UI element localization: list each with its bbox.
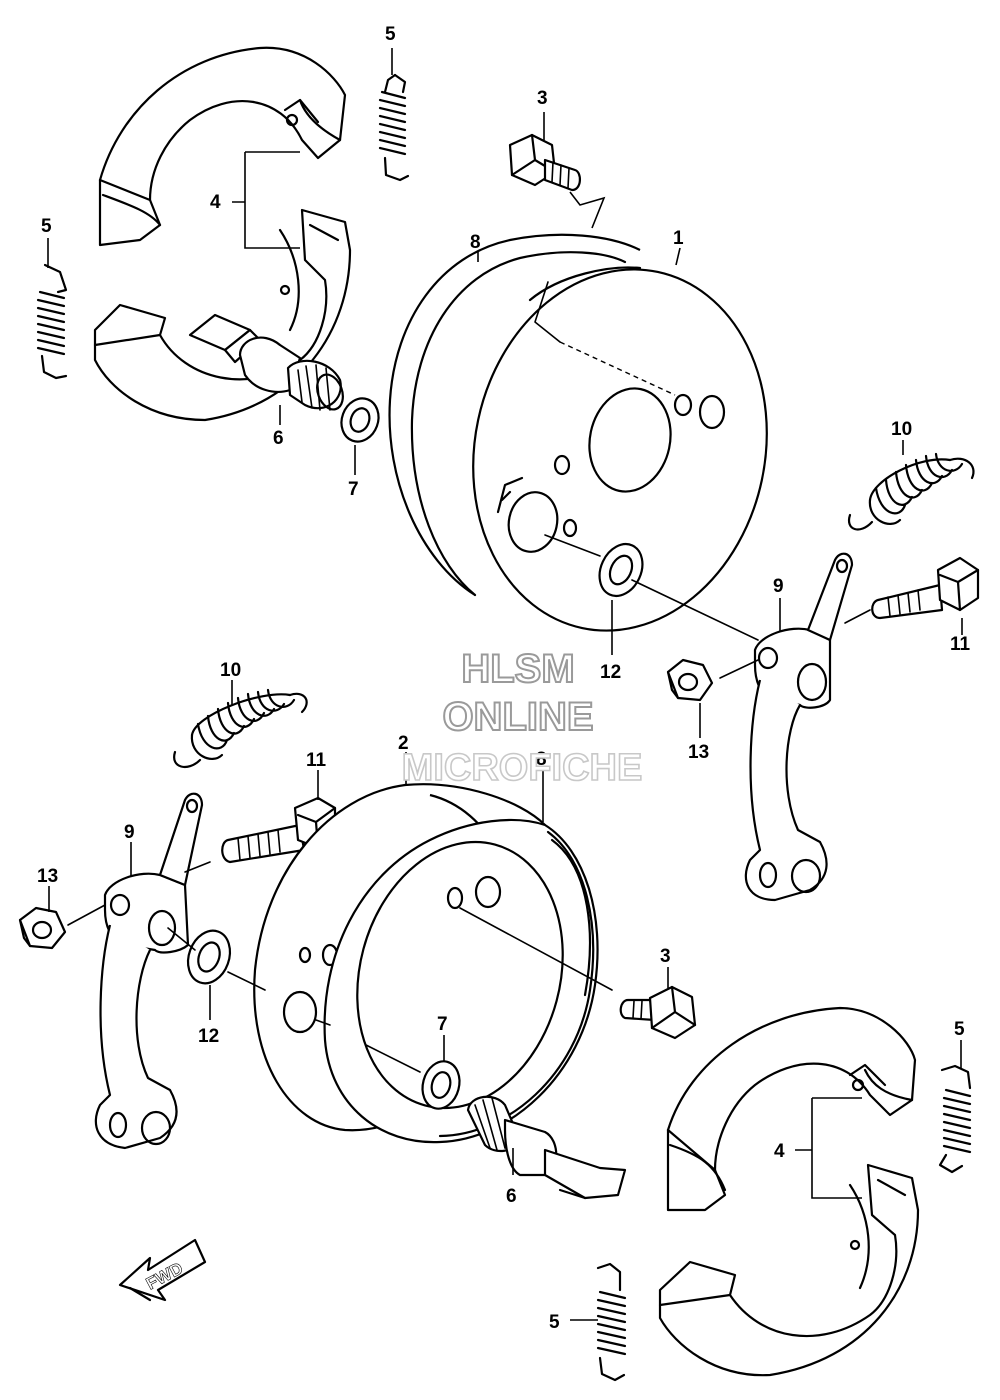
brake-arm-9a [744, 552, 854, 902]
brake-shoe-upper-b [666, 1006, 917, 1212]
callout-4: 4 [774, 1141, 785, 1162]
callout-13: 13 [688, 742, 709, 763]
lever-spring-10a [847, 452, 975, 531]
forward-direction-arrow [118, 1238, 207, 1302]
return-spring-5b [36, 263, 68, 380]
callout-6: 6 [506, 1186, 517, 1207]
return-spring-5c [938, 1064, 972, 1174]
callout-4: 4 [210, 192, 221, 213]
callout-11: 11 [950, 634, 971, 655]
leader-lines [47, 48, 963, 1321]
callout-9: 9 [124, 822, 135, 843]
callout-5: 5 [385, 24, 396, 45]
assembly-guides [67, 281, 871, 1073]
brake-shoe-lower-b [658, 1163, 920, 1377]
brake-panel-8b [323, 818, 599, 1144]
watermark: HLSM ONLINE MICROFICHE [401, 646, 643, 790]
callout-11: 11 [306, 750, 327, 771]
brake-drum-cover-1 [472, 266, 768, 632]
callout-2: 2 [398, 733, 409, 754]
callout-12: 12 [600, 662, 621, 683]
bolt-3b [619, 985, 697, 1040]
washer-7b [421, 1060, 461, 1110]
callout-5: 5 [954, 1019, 965, 1040]
callout-10: 10 [220, 660, 241, 681]
callout-8: 8 [470, 232, 481, 253]
lever-spring-10b [173, 688, 308, 769]
return-spring-5a [378, 73, 410, 182]
brake-camshaft-6a [188, 313, 344, 411]
watermark-line-2: ONLINE [442, 695, 593, 739]
callout-7: 7 [348, 479, 359, 500]
callout-10: 10 [891, 419, 912, 440]
callout-12: 12 [198, 1026, 219, 1047]
bolt-11a [871, 556, 980, 620]
nut-13b [18, 906, 67, 950]
brake-arm-9b [94, 792, 204, 1150]
callout-7: 7 [437, 1014, 448, 1035]
brake-shoe-lower-a [93, 208, 352, 422]
callout-labels: 5 3 4 5 8 1 6 7 10 9 11 12 13 10 2 8 11 … [37, 24, 971, 1333]
callout-13: 13 [37, 866, 58, 887]
washer-12a [598, 543, 644, 597]
watermark-line-3: MICROFICHE [402, 747, 643, 789]
washer-12b [186, 929, 232, 985]
callout-6: 6 [273, 428, 284, 449]
callout-5: 5 [41, 216, 52, 237]
nut-13a [666, 658, 714, 702]
brake-shoe-upper-a [98, 46, 347, 247]
callout-8: 8 [536, 749, 547, 770]
callout-9: 9 [773, 576, 784, 597]
callout-3: 3 [660, 946, 671, 967]
return-spring-5d [596, 1262, 627, 1382]
callout-1: 1 [673, 228, 684, 249]
bolt-3a [508, 133, 581, 192]
brake-camshaft-6b [466, 1095, 627, 1200]
callout-3: 3 [537, 88, 548, 109]
washer-7a [340, 397, 380, 443]
watermark-line-1: HLSM [461, 647, 574, 691]
callout-5: 5 [549, 1312, 560, 1333]
